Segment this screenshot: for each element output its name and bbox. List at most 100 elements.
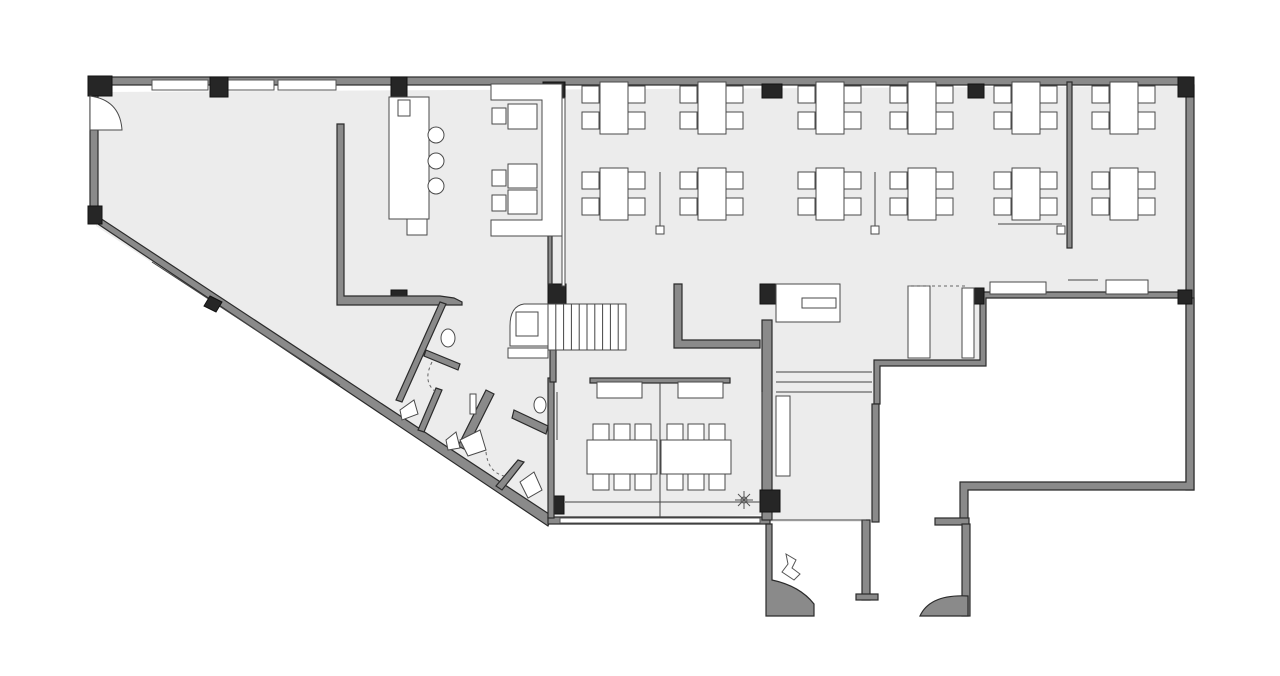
dining-table-group — [797, 81, 862, 135]
column — [390, 76, 408, 98]
annex-quarter — [919, 595, 969, 617]
chair-icon — [491, 194, 507, 212]
dining-area — [581, 81, 1156, 235]
annex-sill — [934, 517, 970, 526]
restroom-wall — [395, 301, 447, 403]
stair-step — [507, 347, 549, 359]
chair-icon — [581, 171, 600, 190]
chair-icon — [679, 85, 698, 104]
sideboard — [596, 381, 643, 399]
private-dining-room — [556, 381, 763, 509]
chair-icon — [666, 473, 684, 491]
diagonal-window — [151, 261, 341, 386]
column — [547, 283, 567, 305]
chair-icon — [666, 423, 684, 441]
door-swing-icon — [427, 361, 437, 393]
dining-table-group — [581, 167, 646, 221]
chair-icon — [725, 85, 744, 104]
column — [87, 205, 103, 225]
chair-icon — [1137, 197, 1156, 216]
bench — [775, 395, 791, 477]
chair-icon — [491, 107, 507, 125]
door-swing-icon — [89, 95, 123, 131]
chair-icon — [1039, 111, 1058, 130]
restroom-wall — [417, 387, 443, 433]
chair-icon — [993, 111, 1012, 130]
chair-icon — [797, 85, 816, 104]
chair-icon — [993, 197, 1012, 216]
chair-icon — [993, 85, 1012, 104]
toilet-icon — [399, 399, 419, 421]
chair-icon — [843, 197, 862, 216]
dining-table-group — [797, 167, 862, 221]
sink-icon — [440, 328, 456, 348]
chair-icon — [889, 197, 908, 216]
dining-table-group — [1091, 81, 1156, 135]
chair-icon — [1137, 171, 1156, 190]
column — [209, 76, 229, 98]
chair-icon — [935, 111, 954, 130]
banquette — [490, 83, 563, 237]
sink-icon — [397, 99, 411, 117]
dining-table — [1011, 81, 1041, 135]
chair-icon — [889, 85, 908, 104]
chair-icon — [679, 197, 698, 216]
chair-icon — [613, 473, 631, 491]
sideboard — [677, 381, 724, 399]
chair-icon — [627, 85, 646, 104]
dining-table — [697, 81, 727, 135]
toilet-icon — [445, 431, 461, 451]
restroom-fixtures — [399, 328, 547, 499]
shelf — [801, 297, 837, 309]
chair-icon — [1091, 85, 1110, 104]
round-stool — [427, 126, 445, 144]
chair-icon — [592, 423, 610, 441]
bar-counter — [336, 123, 463, 306]
chair-icon — [627, 171, 646, 190]
dining-table — [815, 81, 845, 135]
chair-icon — [889, 111, 908, 130]
urinal-icon — [459, 429, 487, 457]
divider-base — [1056, 225, 1066, 235]
chair-icon — [708, 423, 726, 441]
dining-table — [599, 167, 629, 221]
chair-icon — [1039, 85, 1058, 104]
dining-table — [1109, 81, 1139, 135]
chair-icon — [1039, 171, 1058, 190]
kitchen-counter — [388, 96, 430, 220]
chair-icon — [1091, 197, 1110, 216]
dining-table-group — [679, 81, 744, 135]
display-cabinet — [907, 285, 931, 359]
chair-icon — [581, 85, 600, 104]
dining-table — [815, 167, 845, 221]
chair-icon — [627, 111, 646, 130]
chair-icon — [687, 423, 705, 441]
dining-table-group — [581, 81, 646, 135]
chair-icon — [1137, 85, 1156, 104]
sink-icon — [406, 218, 428, 236]
dining-table-group — [679, 167, 744, 221]
chair-icon — [581, 197, 600, 216]
restroom-wall — [511, 409, 549, 435]
dining-table-group — [993, 167, 1058, 221]
round-stool — [427, 152, 445, 170]
entrance-floor — [770, 320, 872, 522]
chair-icon — [889, 171, 908, 190]
chair-icon — [1039, 197, 1058, 216]
chair-icon — [993, 171, 1012, 190]
east-annex-wall — [959, 297, 1195, 521]
chair-icon — [592, 473, 610, 491]
service-counter — [989, 281, 1047, 295]
south-window — [559, 517, 761, 524]
chair-icon — [491, 169, 507, 187]
long-table — [660, 439, 732, 475]
dining-table — [697, 167, 727, 221]
chair-icon — [725, 197, 744, 216]
chair-icon — [797, 111, 816, 130]
chair-icon — [843, 85, 862, 104]
chair-icon — [634, 423, 652, 441]
column — [1177, 289, 1193, 305]
round-stool — [427, 177, 445, 195]
plant-icon — [735, 491, 753, 509]
lounge-table — [507, 163, 538, 189]
